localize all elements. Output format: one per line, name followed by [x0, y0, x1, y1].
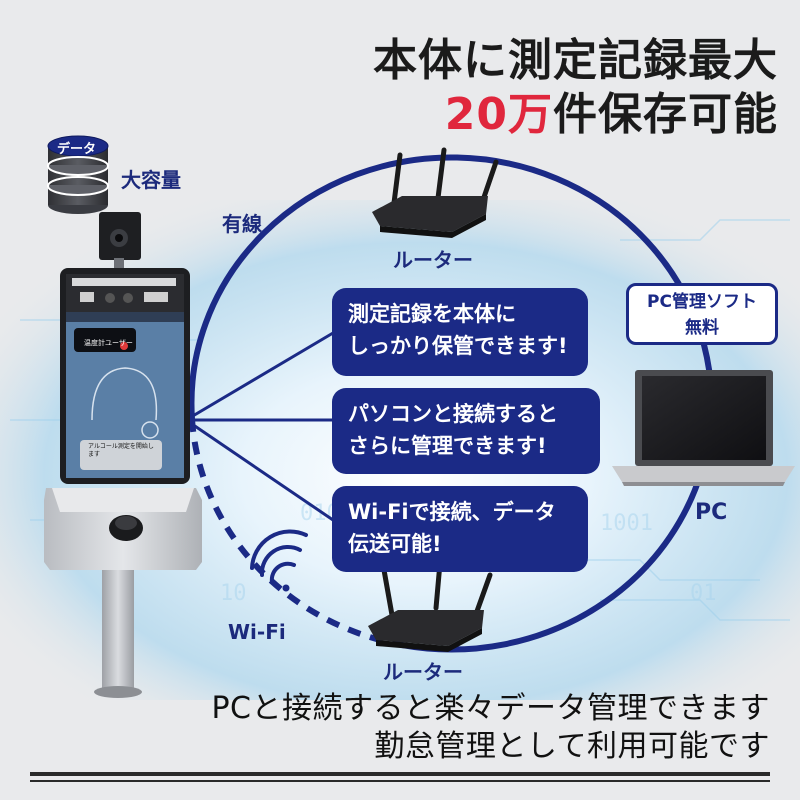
bubble-wifi: Wi-Fiで接続、データ 伝送可能! — [332, 486, 588, 572]
bubble-wifi-line1: Wi-Fiで接続、データ — [348, 500, 556, 524]
headline-line1: 本体に測定記録最大 — [373, 35, 778, 86]
divider-thin — [30, 780, 770, 782]
wired-connection-arc — [188, 154, 715, 653]
pc-software-line2: 無料 — [685, 318, 719, 338]
wired-label: 有線 — [222, 212, 262, 236]
svg-text:01: 01 — [690, 581, 717, 606]
bubble-pc-connect-line2: さらに管理できます! — [348, 434, 547, 458]
bubble-pc-connect: パソコンと接続すると さらに管理できます! — [332, 388, 600, 474]
bubble-storage: 測定記録を本体に しっかり保管できます! — [332, 288, 588, 376]
router-top-icon — [372, 147, 499, 238]
wifi-connection-arc — [189, 418, 403, 648]
headline-line2-rest: 件保存可能 — [553, 89, 778, 140]
wifi-icon — [250, 529, 308, 592]
bubble-connectors — [185, 331, 334, 522]
bubble-wifi-line2: 伝送可能! — [348, 532, 442, 556]
router-top-label: ルーター — [393, 248, 473, 272]
svg-text:10: 10 — [220, 581, 247, 606]
pc-label: PC — [695, 500, 728, 525]
divider-thick — [30, 772, 770, 776]
bottom-caption-line1: PCと接続すると楽々データ管理できます — [211, 691, 770, 726]
svg-text:1001: 1001 — [600, 511, 653, 536]
bubble-pc-connect-line1: パソコンと接続すると — [348, 402, 558, 426]
kiosk-device-icon — [44, 212, 202, 698]
wifi-label: Wi-Fi — [228, 620, 286, 644]
device-screen-banner: 温度計ユーザー — [84, 339, 133, 347]
device-screen-message: アルコール測定を開始します — [88, 443, 154, 458]
bottom-caption-line2: 勤怠管理として利用可能です — [374, 729, 770, 764]
pc-software-line1: PC管理ソフト — [647, 292, 757, 312]
bottom-caption: PCと接続すると楽々データ管理できます 勤怠管理として利用可能です — [211, 690, 770, 766]
database-label: データ — [57, 142, 97, 157]
bubble-storage-line1: 測定記録を本体に — [348, 302, 516, 326]
laptop-icon — [612, 370, 795, 486]
headline-highlight: 20万 — [444, 89, 553, 140]
bubble-storage-line2: しっかり保管できます! — [348, 334, 568, 358]
router-bottom-icon — [368, 560, 493, 652]
headline-line2: 20万件保存可能 — [373, 88, 778, 142]
database-icon — [47, 135, 109, 214]
headline: 本体に測定記録最大 20万件保存可能 — [373, 34, 778, 142]
router-bottom-label: ルーター — [383, 660, 463, 684]
pc-software-box: PC管理ソフト 無料 — [626, 283, 778, 345]
large-capacity-label: 大容量 — [121, 168, 181, 192]
